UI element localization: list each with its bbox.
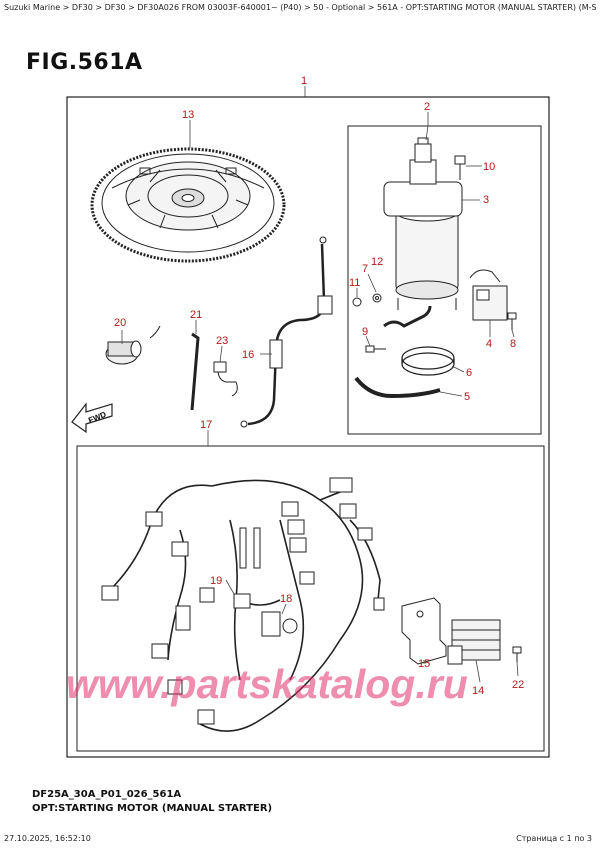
- callout-2[interactable]: 2: [424, 101, 430, 113]
- rectifier-part: [447, 619, 501, 665]
- callout-10[interactable]: 10: [483, 161, 495, 173]
- figure-title: FIG.561A: [26, 50, 143, 75]
- figure-description: OPT:STARTING MOTOR (MANUAL STARTER): [32, 803, 273, 814]
- callout-19[interactable]: 19: [210, 575, 222, 587]
- starter-cable-part: [383, 305, 432, 328]
- breadcrumb[interactable]: Suzuki Marine > DF30 > DF30 > DF30A026 F…: [4, 3, 596, 12]
- starter-motor-part: [383, 137, 463, 310]
- bolt-part: [454, 155, 466, 180]
- flywheel-part: [90, 147, 286, 263]
- figure-code: DF25A_30A_P01_026_561A: [32, 789, 182, 800]
- callout-16[interactable]: 16: [242, 349, 254, 361]
- fuse-holder-part: [261, 611, 298, 637]
- cable-tie-part: [190, 332, 200, 411]
- bracket-part: [401, 597, 447, 665]
- callout-6[interactable]: 6: [466, 367, 472, 379]
- starter-switch-part: [105, 325, 161, 365]
- harness-connectors: [101, 477, 385, 725]
- callout-18[interactable]: 18: [280, 593, 292, 605]
- harness-group-frame: [76, 445, 545, 752]
- callout-9[interactable]: 9: [362, 326, 368, 338]
- callout-1[interactable]: 1: [301, 75, 307, 87]
- callout-4[interactable]: 4: [486, 338, 492, 350]
- band-part: [401, 346, 455, 376]
- callout-7[interactable]: 7: [362, 263, 368, 275]
- clamp-part: [213, 361, 238, 397]
- washer-nut-parts: [352, 293, 386, 353]
- callout-14[interactable]: 14: [472, 685, 484, 697]
- callout-13[interactable]: 13: [182, 109, 194, 121]
- rectifier-screw-part: [512, 646, 522, 662]
- print-timestamp: 27.10.2025, 16:52:10: [4, 834, 91, 843]
- leader-lines: [121, 86, 519, 683]
- lead-wire-part: [240, 236, 333, 428]
- callout-5[interactable]: 5: [464, 391, 470, 403]
- callout-3[interactable]: 3: [483, 194, 489, 206]
- callout-12[interactable]: 12: [371, 256, 383, 268]
- callout-23[interactable]: 23: [216, 335, 228, 347]
- screw-part: [507, 312, 517, 330]
- callout-21[interactable]: 21: [190, 309, 202, 321]
- callout-11[interactable]: 11: [349, 277, 360, 289]
- page-indicator: Страница с 1 по 3: [516, 834, 592, 843]
- callout-22[interactable]: 22: [512, 679, 524, 691]
- starter-relay-part: [469, 269, 508, 321]
- battery-cable-part: [354, 376, 441, 399]
- outer-frame: [66, 96, 550, 758]
- callout-17[interactable]: 17: [200, 419, 212, 431]
- callout-20[interactable]: 20: [114, 317, 126, 329]
- starter-group-frame: [347, 125, 542, 435]
- fwd-direction-icon: [71, 402, 113, 434]
- callout-8[interactable]: 8: [510, 338, 516, 350]
- watermark: www.partskatalog.ru: [66, 661, 468, 707]
- callout-15[interactable]: 15: [418, 658, 430, 670]
